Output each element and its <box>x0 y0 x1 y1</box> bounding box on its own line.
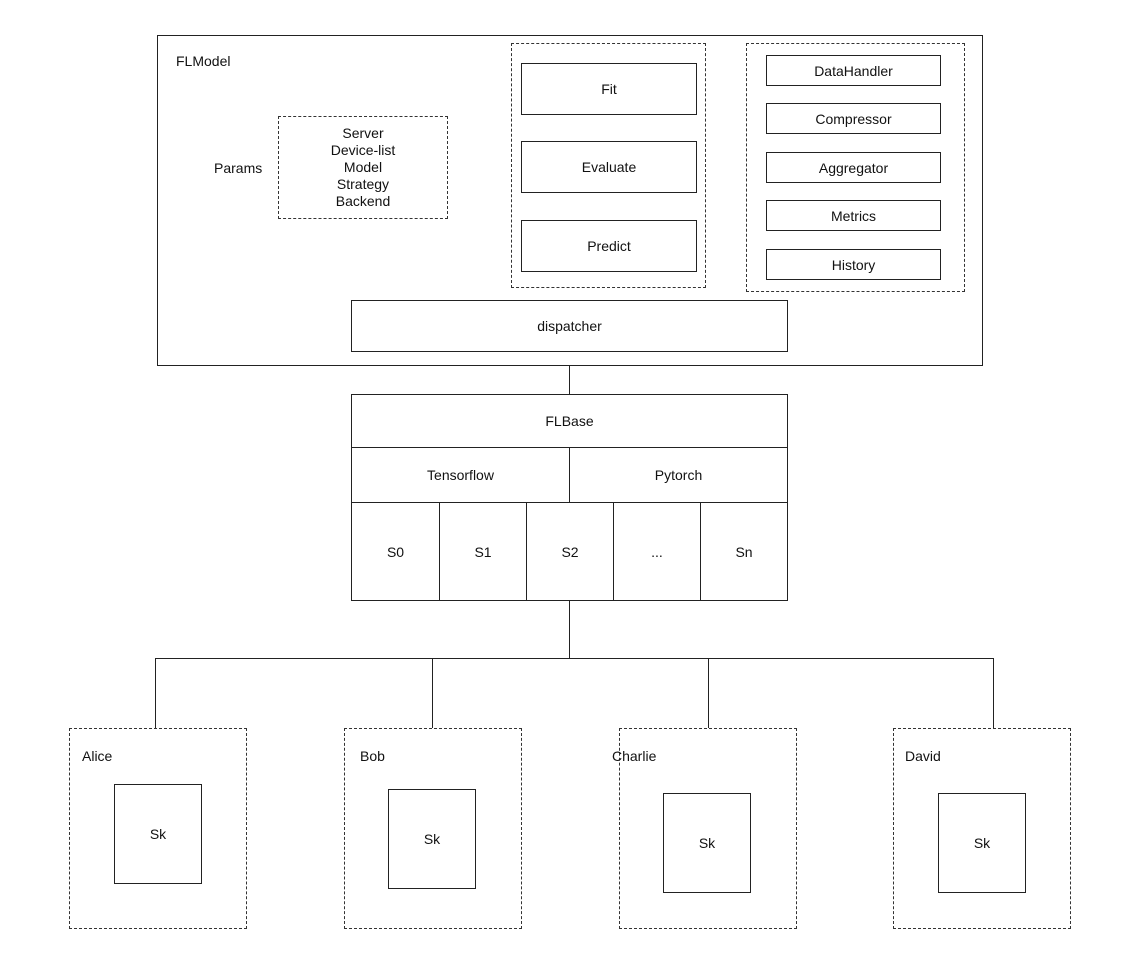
component-history: History <box>766 249 941 280</box>
param-server: Server <box>342 125 384 141</box>
device-bob-sk: Sk <box>388 789 476 889</box>
device-bob <box>344 728 522 929</box>
backend-pytorch: Pytorch <box>569 447 788 503</box>
connector-bus <box>155 658 993 659</box>
flmodel-title: FLModel <box>176 53 231 69</box>
component-aggregator: Aggregator <box>766 152 941 183</box>
backend-tensorflow: Tensorflow <box>351 447 570 503</box>
connector-dispatcher-flbase <box>569 366 570 394</box>
device-bob-label: Bob <box>360 748 385 764</box>
components-group <box>746 43 965 292</box>
device-charlie-label: Charlie <box>612 748 657 764</box>
component-metrics: Metrics <box>766 200 941 231</box>
strategy-s2: S2 <box>526 502 614 601</box>
params-label: Params <box>214 160 263 176</box>
strategy-ellipsis: ... <box>613 502 701 601</box>
method-fit: Fit <box>521 63 697 115</box>
device-david-sk: Sk <box>938 793 1026 893</box>
connector-david <box>993 658 994 728</box>
connector-flbase-bus <box>569 601 570 659</box>
device-alice-sk: Sk <box>114 784 202 884</box>
connector-alice <box>155 658 156 728</box>
method-evaluate: Evaluate <box>521 141 697 193</box>
component-datahandler: DataHandler <box>766 55 941 86</box>
dispatcher-box: dispatcher <box>351 300 788 352</box>
device-charlie-sk: Sk <box>663 793 751 893</box>
component-compressor: Compressor <box>766 103 941 134</box>
param-strategy: Strategy <box>336 176 390 192</box>
params-box: Server Device-list Model Strategy Backen… <box>278 116 448 219</box>
strategy-sn: Sn <box>700 502 788 601</box>
device-david <box>893 728 1071 929</box>
device-david-label: David <box>905 748 941 764</box>
param-model: Model <box>343 159 383 175</box>
device-alice-label: Alice <box>82 748 113 764</box>
device-alice <box>69 728 247 929</box>
param-device-list: Device-list <box>330 142 396 158</box>
strategy-s1: S1 <box>439 502 527 601</box>
device-charlie <box>619 728 797 929</box>
method-predict: Predict <box>521 220 697 272</box>
connector-bob <box>432 658 433 728</box>
strategy-s0: S0 <box>351 502 440 601</box>
flbase-title: FLBase <box>351 394 788 448</box>
param-backend: Backend <box>335 193 391 209</box>
connector-charlie <box>708 658 709 728</box>
methods-group <box>511 43 706 288</box>
